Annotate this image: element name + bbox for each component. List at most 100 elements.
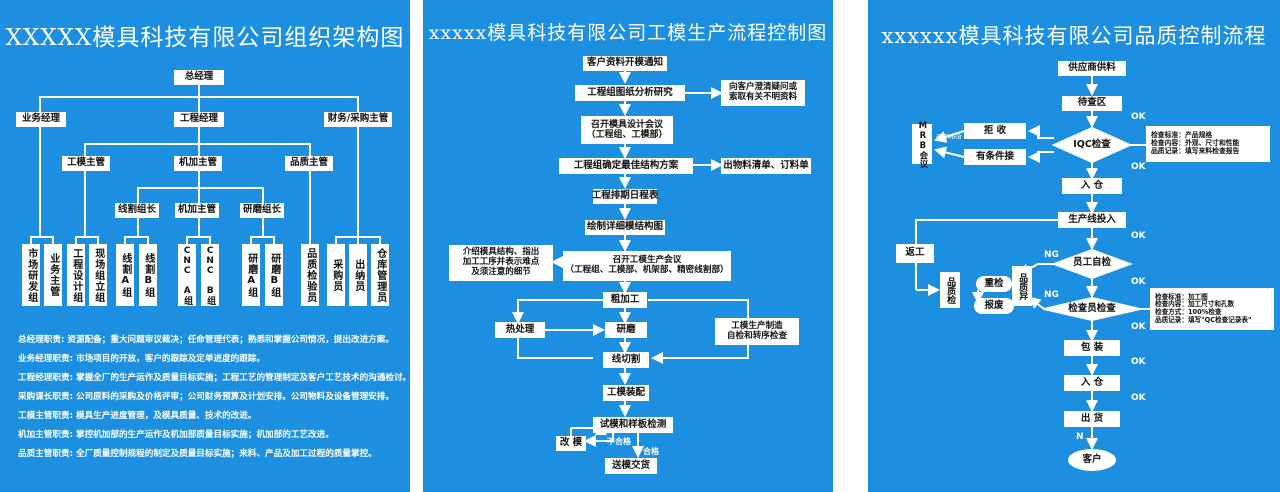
flow-step: 召开工模生产会议 （工程组、工模部、机架部、精密线割部） <box>563 251 731 281</box>
connector <box>273 236 275 244</box>
flow-step: 改 模 <box>556 436 586 451</box>
connector <box>75 236 99 238</box>
qc-quality-check: 品质检 <box>940 272 960 308</box>
connector <box>309 143 311 156</box>
qc-conditional-accept: 有条件接 <box>964 149 1026 165</box>
flow-step: 工程组图纸分析研究 <box>575 85 685 101</box>
qc-quality-defect: 品质异 <box>1012 266 1032 306</box>
connector <box>198 96 200 112</box>
flow-step: 粗加工 <box>603 292 647 308</box>
qc-shipping: 出 货 <box>1064 411 1120 427</box>
qc-recheck: 重检 <box>976 276 1012 292</box>
flow-step: 工程排期日程表 <box>592 189 658 204</box>
qc-supplier: 供应商供料 <box>1058 61 1126 76</box>
qc-scrap: 报废 <box>974 298 1014 314</box>
org-duty: 工模主管职责: 模具生产进度管理，及模具质量、技术的改进。 <box>18 411 257 421</box>
connector <box>39 126 41 236</box>
connector <box>209 236 211 244</box>
org-grinding-lead: 研磨组长 <box>240 203 284 218</box>
org-leaf: 工程设计组 <box>67 244 85 306</box>
connector <box>39 96 41 112</box>
qc-ok-label: OK <box>1131 393 1146 403</box>
connector <box>137 187 139 203</box>
org-leaf: 研磨B组 <box>265 244 283 306</box>
qc-flow-arrows <box>915 76 1150 450</box>
org-duty: 采购课长职责: 公司原料的采购及价格评审；公司财务预算及计划安排。公司物料及设备… <box>18 392 394 402</box>
connector <box>198 84 200 98</box>
org-chart-panel: XXXXX模具科技有限公司组织架构图 总经理 业务经理 工程经理 财务/采 <box>0 0 410 492</box>
org-leaf: 线割B组 <box>139 244 157 306</box>
org-leaf: 仓库管理员 <box>371 244 389 306</box>
qc-note-line: 检查方式：100%检查 <box>1155 308 1222 316</box>
flow-side-note: 向客户澄清疑问或 索取有关不明资料 <box>721 80 805 106</box>
qc-stock-in: 入 仓 <box>1062 178 1122 194</box>
qc-ok-label: OK <box>1131 112 1146 122</box>
qc-customer: 客户 <box>1068 449 1116 471</box>
org-machining-lead: 机加主管 <box>175 203 219 218</box>
connector <box>30 236 54 238</box>
connector <box>84 143 86 156</box>
qc-ok-label: OK <box>1131 231 1146 241</box>
connector <box>262 187 264 203</box>
org-leaf: 研磨A组 <box>242 244 260 306</box>
connector <box>198 187 200 203</box>
qc-mrb-meeting: MRB会议 <box>912 121 932 168</box>
org-leaf: 现场组立组 <box>89 244 107 306</box>
flow-fail-label: 不合格 <box>607 437 631 446</box>
connector <box>198 143 200 156</box>
org-leaf: 采购员 <box>327 244 345 306</box>
qc-ok-label: OK <box>1131 322 1146 332</box>
flow-step: 试模和样板检测 <box>593 417 673 433</box>
org-duty: 工程经理职责: 掌握全厂的生产运作及质量目标实施；工程工艺的管理制定及客户工艺技… <box>18 373 410 383</box>
connector <box>250 236 252 244</box>
connector <box>84 170 86 236</box>
org-duty: 机加主管职责: 掌控机加部的生产运作及机加部质量目标实施；机加部的工艺改进。 <box>18 430 334 440</box>
qc-note-line: 检查内容：加工尺寸和孔数 <box>1155 300 1235 309</box>
org-leaf: CNC A组 <box>178 244 196 306</box>
connector <box>357 236 359 244</box>
org-engineering-manager: 工程经理 <box>174 112 224 127</box>
connector <box>186 236 211 238</box>
flow-step: 绘制详细模结构图 <box>585 220 665 235</box>
flow-step: 工模装配 <box>603 385 649 401</box>
qc-mrb-note: 召开MRB <box>936 134 962 141</box>
flow-step: 送模交货 <box>605 458 657 474</box>
org-leaf: 线割A组 <box>116 244 134 306</box>
qc-line-input: 生产线投入 <box>1058 212 1126 228</box>
org-duty: 业务经理职责: 市场项目的开放，客户的跟踪及定单进度的跟踪。 <box>18 354 266 364</box>
connector <box>262 217 264 236</box>
connector <box>30 236 32 244</box>
connector <box>124 236 126 244</box>
connector <box>357 96 359 112</box>
flow-pass-label: 合格 <box>643 447 659 456</box>
qc-ok-label: OK <box>1131 277 1146 287</box>
org-leaf: 业务主管 <box>44 244 62 306</box>
qc-packing: 包 装 <box>1064 340 1120 356</box>
connector <box>137 217 139 236</box>
qc-ng-label: NG <box>1044 250 1059 260</box>
qc-self-check: 员工自检 <box>1072 257 1111 269</box>
org-mold-supervisor: 工模主管 <box>62 156 110 171</box>
connector <box>250 236 275 238</box>
production-flow-title: xxxxx模具科技有限公司工模生产流程控制图 <box>428 22 828 44</box>
org-duty: 总经理职责: 资源配备；重大问题审议裁决；任命管理代表；熟悉和掌握公司情况，提出… <box>18 335 394 345</box>
connector <box>124 236 149 238</box>
org-leaf: 出纳员 <box>349 244 367 306</box>
qc-flow-title: xxxxxx模具科技有限公司品质控制流程 <box>881 24 1267 48</box>
org-qa-supervisor: 品质主管 <box>285 156 333 171</box>
qc-iqc-notes: 检查标准：产品规格 检查内容：外观、尺寸和性能 品质记录：填写来料检查报告 <box>1146 126 1270 162</box>
connector <box>97 236 99 244</box>
qc-note-line: 品质记录：填写来料检查报告 <box>1151 146 1240 155</box>
connector <box>137 187 263 189</box>
production-flow-panel: xxxxx模具科技有限公司工模生产流程控制图 <box>423 0 833 492</box>
org-gm: 总经理 <box>174 70 224 85</box>
flow-step: 研磨 <box>605 322 647 338</box>
connector <box>198 126 200 144</box>
org-leaf: 品质检验员 <box>301 244 319 306</box>
flow-side-note: 工模生产制造 自检和转序检查 <box>715 318 799 345</box>
flow-step: 线切割 <box>603 352 649 368</box>
connector <box>198 170 200 188</box>
connector <box>186 236 188 244</box>
qc-n-label: N <box>1076 432 1084 442</box>
qc-ng-label: NG <box>1044 290 1059 300</box>
